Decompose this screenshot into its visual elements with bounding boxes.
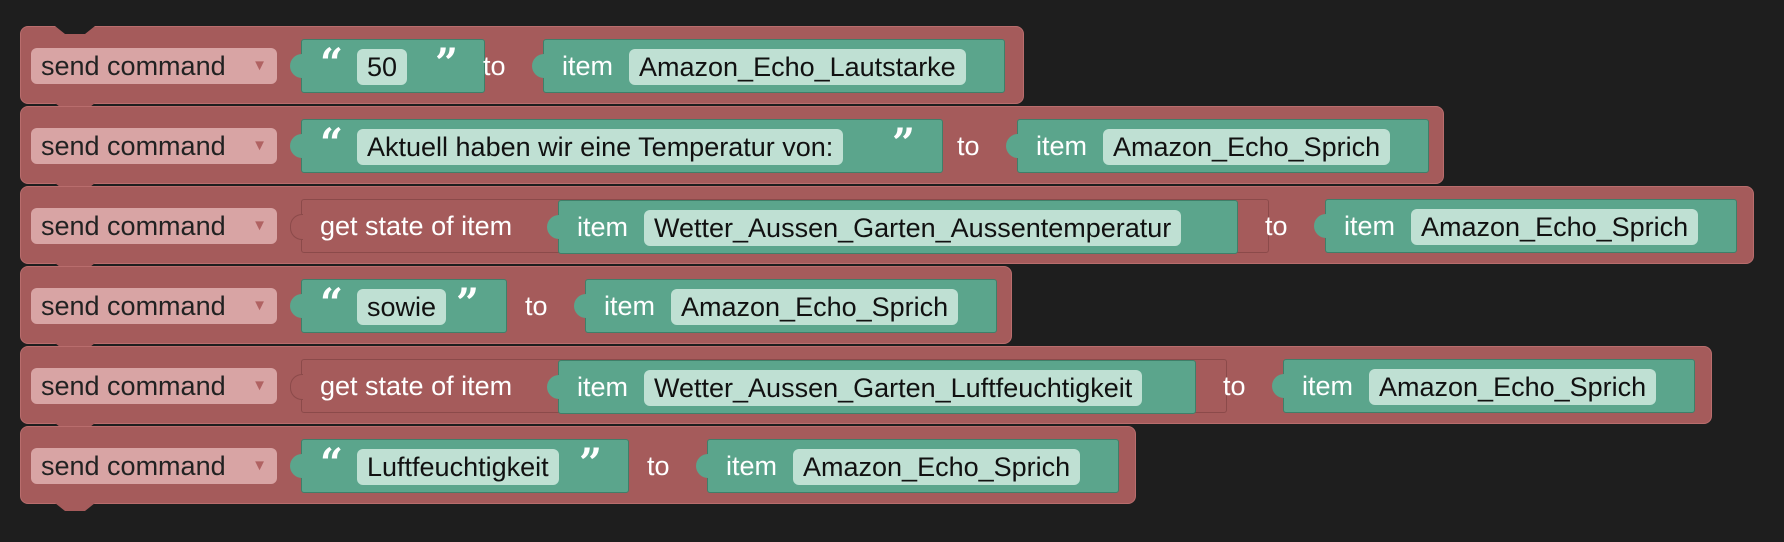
text-value-field[interactable]: 50 (357, 49, 408, 85)
input-connector-icon (696, 454, 708, 478)
dropdown-arrow-icon: ▼ (252, 457, 267, 474)
item-label: item (577, 372, 629, 402)
item-target-block[interactable]: item Amazon_Echo_Sprich (1006, 119, 1429, 173)
dropdown-arrow-icon: ▼ (252, 137, 267, 154)
to-label: to (1223, 371, 1246, 401)
item-source-block[interactable]: item Wetter_Aussen_Garten_Luftfeuchtigke… (547, 360, 1196, 414)
open-quote-icon: “ (320, 440, 344, 487)
command-dropdown[interactable]: send command ▼ (31, 368, 277, 404)
input-connector-icon (290, 54, 302, 78)
input-connector-icon (547, 215, 559, 239)
item-target-block[interactable]: item Amazon_Echo_Sprich (1272, 359, 1695, 413)
close-quote-icon: ” (892, 120, 916, 167)
command-dropdown-label: send command (41, 291, 226, 321)
input-connector-icon (1314, 214, 1326, 238)
command-dropdown-label: send command (41, 211, 226, 241)
item-target-block[interactable]: item Amazon_Echo_Lautstarke (532, 39, 1005, 93)
item-source-block[interactable]: item Wetter_Aussen_Garten_Aussentemperat… (547, 200, 1238, 254)
command-dropdown-label: send command (41, 371, 226, 401)
item-label: item (1302, 371, 1354, 401)
input-connector-icon (574, 294, 586, 318)
dropdown-arrow-icon: ▼ (252, 297, 267, 314)
item-name-field[interactable]: Amazon_Echo_Sprich (1411, 209, 1699, 245)
item-target-block[interactable]: item Amazon_Echo_Sprich (574, 279, 997, 333)
open-quote-icon: “ (320, 280, 344, 327)
text-value-block[interactable]: “ Aktuell haben wir eine Temperatur von:… (290, 119, 943, 173)
input-connector-icon (290, 294, 302, 318)
item-name-field[interactable]: Amazon_Echo_Sprich (1369, 369, 1657, 405)
item-name-field[interactable]: Wetter_Aussen_Garten_Luftfeuchtigkeit (644, 370, 1143, 406)
send-command-block[interactable]: send command ▼ “ 50 ” to item Amazon_Ech… (20, 26, 1024, 111)
send-command-block[interactable]: send command ▼ “ sowie ” to item Amazon_… (20, 266, 1012, 351)
item-name-field[interactable]: Amazon_Echo_Lautstarke (629, 49, 966, 85)
item-target-block[interactable]: item Amazon_Echo_Sprich (1314, 199, 1737, 253)
item-label: item (577, 212, 629, 242)
to-label: to (1265, 211, 1288, 241)
item-label: item (1036, 131, 1088, 161)
text-value-field[interactable]: Luftfeuchtigkeit (357, 449, 559, 485)
command-dropdown-label: send command (41, 131, 226, 161)
close-quote-icon: ” (456, 280, 480, 327)
text-value-field[interactable]: sowie (357, 289, 447, 325)
send-command-block[interactable]: send command ▼ “ Aktuell haben wir eine … (20, 106, 1444, 191)
block-connector-tab (55, 503, 95, 511)
command-dropdown-label: send command (41, 51, 226, 81)
input-connector-icon (1006, 134, 1018, 158)
to-label: to (525, 291, 548, 321)
item-target-block[interactable]: item Amazon_Echo_Sprich (696, 439, 1119, 493)
open-quote-icon: “ (320, 120, 344, 167)
input-connector-icon (290, 374, 303, 400)
get-state-block[interactable]: get state of item item Wetter_Aussen_Gar… (290, 199, 1269, 254)
get-state-block[interactable]: get state of item item Wetter_Aussen_Gar… (290, 359, 1227, 414)
dropdown-arrow-icon: ▼ (252, 57, 267, 74)
input-connector-icon (290, 214, 303, 240)
text-value-field[interactable]: Aktuell haben wir eine Temperatur von: (357, 129, 844, 165)
input-connector-icon (547, 375, 559, 399)
get-state-label: get state of item (320, 211, 513, 241)
command-dropdown[interactable]: send command ▼ (31, 208, 277, 244)
block-connector-notch (55, 26, 95, 34)
text-value-block[interactable]: “ Luftfeuchtigkeit ” (290, 439, 629, 493)
input-connector-icon (532, 54, 544, 78)
command-dropdown[interactable]: send command ▼ (31, 128, 277, 164)
close-quote-icon: ” (435, 40, 459, 87)
item-label: item (604, 291, 656, 321)
item-name-field[interactable]: Amazon_Echo_Sprich (793, 449, 1081, 485)
item-name-field[interactable]: Amazon_Echo_Sprich (671, 289, 959, 325)
item-label: item (1344, 211, 1396, 241)
to-label: to (483, 51, 506, 81)
command-dropdown[interactable]: send command ▼ (31, 48, 277, 84)
dropdown-arrow-icon: ▼ (252, 377, 267, 394)
item-name-field[interactable]: Wetter_Aussen_Garten_Aussentemperatur (644, 210, 1182, 246)
command-dropdown[interactable]: send command ▼ (31, 288, 277, 324)
to-label: to (957, 131, 980, 161)
open-quote-icon: “ (320, 40, 344, 87)
item-name-field[interactable]: Amazon_Echo_Sprich (1103, 129, 1391, 165)
input-connector-icon (290, 134, 302, 158)
input-connector-icon (290, 454, 302, 478)
close-quote-icon: ” (579, 440, 603, 487)
send-command-block[interactable]: send command ▼ get state of item item We… (20, 186, 1754, 271)
input-connector-icon (1272, 374, 1284, 398)
item-label: item (726, 451, 778, 481)
send-command-block[interactable]: send command ▼ get state of item item We… (20, 346, 1712, 431)
command-dropdown-label: send command (41, 451, 226, 481)
text-value-block[interactable]: “ sowie ” (290, 279, 507, 333)
dropdown-arrow-icon: ▼ (252, 217, 267, 234)
command-dropdown[interactable]: send command ▼ (31, 448, 277, 484)
get-state-label: get state of item (320, 371, 513, 401)
item-label: item (562, 51, 614, 81)
send-command-block[interactable]: send command ▼ “ Luftfeuchtigkeit ” to i… (20, 426, 1136, 511)
to-label: to (647, 451, 670, 481)
text-value-block[interactable]: “ 50 ” (290, 39, 485, 93)
